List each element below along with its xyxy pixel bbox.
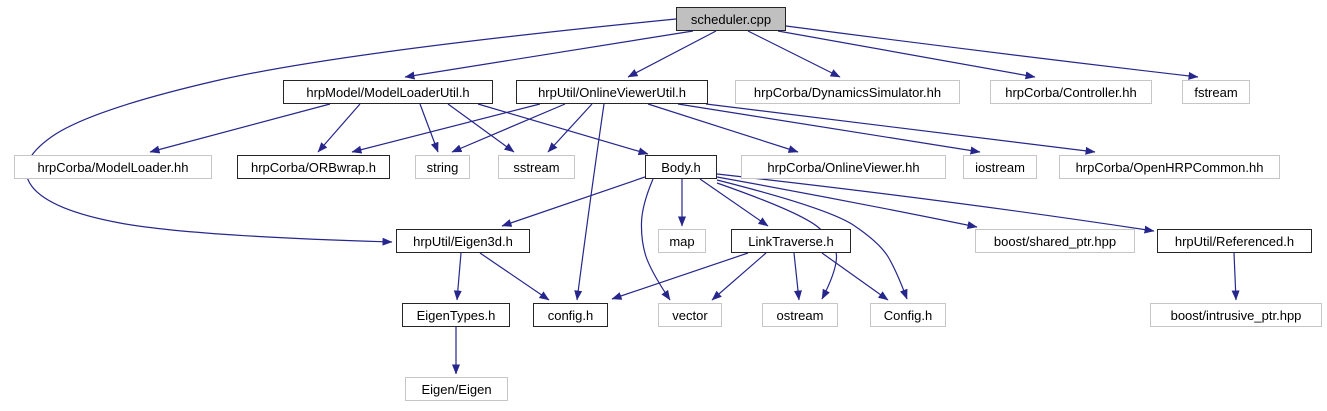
node-iostream: iostream: [963, 155, 1037, 179]
edge-online_viewer_util-to-sstream: [547, 103, 593, 153]
edge-online_viewer_util-to-orbwrap: [351, 103, 541, 154]
node-body[interactable]: Body.h: [645, 155, 717, 179]
edge-scheduler_cpp-to-online_viewer_util: [627, 30, 717, 78]
edge-online_viewer_util-to-iostream: [677, 103, 981, 155]
edge-eigen3d-to-eigen_types: [453, 252, 462, 301]
node-controller: hrpCorba/Controller.hh: [990, 80, 1152, 104]
node-model_loader_util[interactable]: hrpModel/ModelLoaderUtil.h: [283, 80, 493, 104]
edge-online_viewer_util-to-online_viewer: [647, 103, 799, 153]
edge-scheduler_cpp-to-fstream: [785, 25, 1199, 80]
edge-body-to-config_cap: [716, 179, 908, 300]
edge-body-to-vector: [640, 178, 671, 301]
node-referenced[interactable]: hrpUtil/Referenced.h: [1157, 229, 1312, 253]
edge-scheduler_cpp-to-model_loader_util: [404, 30, 694, 80]
node-orbwrap[interactable]: hrpCorba/ORBwrap.h: [237, 155, 390, 179]
edge-model_loader_util-to-string: [419, 103, 439, 153]
node-shared_ptr: boost/shared_ptr.hpp: [975, 229, 1135, 253]
edge-scheduler_cpp-to-eigen3d: [25, 18, 677, 246]
node-online_viewer: hrpCorba/OnlineViewer.hh: [741, 155, 946, 179]
node-model_loader: hrpCorba/ModelLoader.hh: [14, 155, 212, 179]
edge-body-to-eigen3d: [501, 176, 646, 227]
node-link_traverse[interactable]: LinkTraverse.h: [731, 229, 851, 253]
node-sstream: sstream: [498, 155, 575, 179]
node-scheduler_cpp: scheduler.cpp: [676, 7, 786, 31]
edge-online_viewer_util-to-string: [451, 103, 566, 153]
edge-scheduler_cpp-to-dynamics_simulator: [747, 30, 841, 78]
edge-link_traverse-to-vector: [711, 252, 767, 301]
edge-body-to-referenced: [716, 173, 1155, 234]
edge-online_viewer_util-to-config: [574, 103, 605, 301]
edge-body-to-shared_ptr: [716, 176, 978, 230]
node-config[interactable]: config.h: [533, 303, 608, 327]
node-eigen_types[interactable]: EigenTypes.h: [402, 303, 510, 327]
node-openhrp_common: hrpCorba/OpenHRPCommon.hh: [1059, 155, 1280, 179]
edge-online_viewer_util-to-openhrp_common: [705, 103, 1096, 155]
node-vector: vector: [658, 303, 722, 327]
node-config_cap: Config.h: [870, 303, 946, 327]
node-eigen3d[interactable]: hrpUtil/Eigen3d.h: [396, 229, 530, 253]
edge-link_traverse-to-ostream: [793, 252, 802, 301]
node-eigen_eigen: Eigen/Eigen: [405, 377, 508, 401]
edge-eigen3d-to-config: [479, 252, 550, 301]
node-intrusive_ptr: boost/intrusive_ptr.hpp: [1150, 303, 1322, 327]
node-fstream: fstream: [1182, 80, 1250, 104]
node-ostream: ostream: [762, 303, 838, 327]
edge-model_loader_util-to-model_loader: [149, 103, 331, 154]
edge-model_loader_util-to-body: [477, 103, 649, 156]
node-online_viewer_util[interactable]: hrpUtil/OnlineViewerUtil.h: [516, 80, 708, 104]
edge-link_traverse-to-config_cap: [821, 252, 889, 301]
node-dynamics_simulator: hrpCorba/DynamicsSimulator.hh: [735, 80, 960, 104]
edge-scheduler_cpp-to-controller: [777, 30, 1036, 80]
edge-model_loader_util-to-orbwrap: [317, 103, 361, 153]
edge-referenced-to-intrusive_ptr: [1231, 252, 1240, 301]
edge-body-to-link_traverse: [699, 178, 769, 227]
node-map: map: [658, 229, 706, 253]
edge-model_loader_util-to-sstream: [447, 103, 515, 153]
edge-link_traverse-to-config: [611, 252, 749, 300]
node-string: string: [415, 155, 470, 179]
